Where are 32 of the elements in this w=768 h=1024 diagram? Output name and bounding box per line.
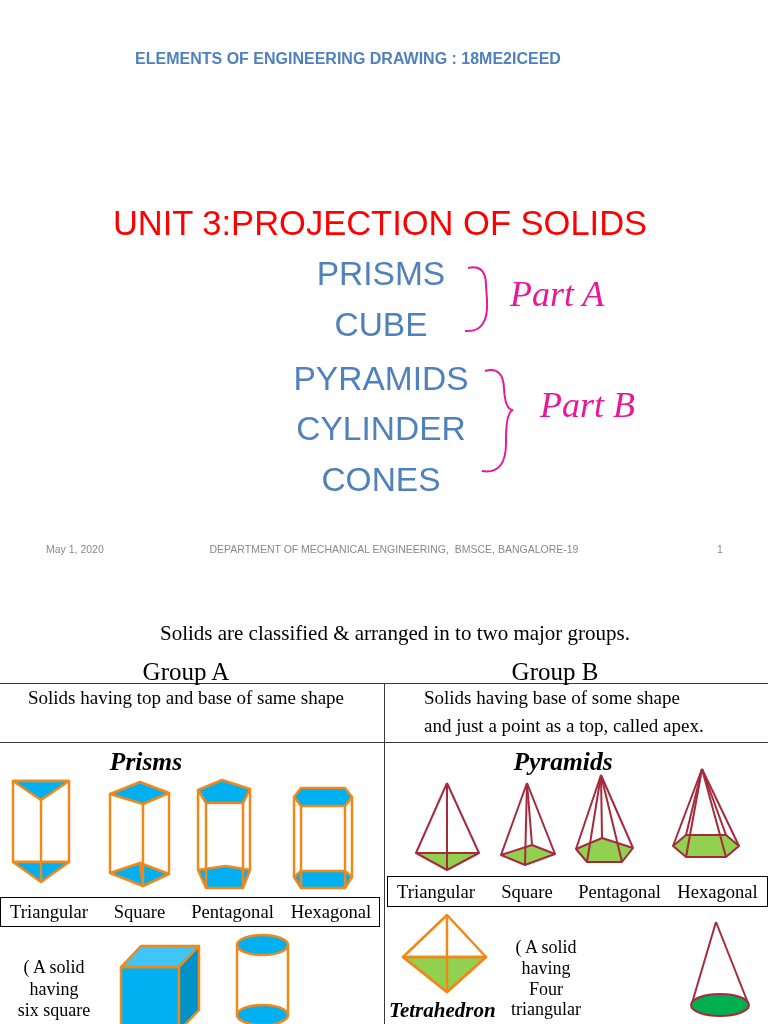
group-heading: Group A xyxy=(142,658,230,686)
description-text: ( A solid having six square xyxy=(17,957,91,1022)
solid-type-label: Hexagonal xyxy=(290,901,372,923)
solid-name: Tetrahedron xyxy=(389,1000,496,1021)
topic-item: PYRAMIDS xyxy=(293,360,469,398)
solid-type-label: Hexagonal xyxy=(677,880,758,903)
handwritten-note: Part A xyxy=(510,273,605,315)
course-heading: ELEMENTS OF ENGINEERING DRAWING : 18ME2ICEED xyxy=(135,50,561,68)
solid-type-label: Pentagonal xyxy=(578,880,661,903)
intro-sentence: Solids are classified & arranged in to two major groups. xyxy=(159,621,631,646)
description-text: Solids having top and base of same shape xyxy=(27,687,345,709)
solid-type-label: Pentagonal xyxy=(191,901,274,923)
topic-item: CUBE xyxy=(334,306,428,344)
group-heading: Group B xyxy=(511,658,599,686)
solid-type-label: Triangular xyxy=(10,901,88,923)
slide-title: UNIT 3:PROJECTION OF SOLIDS xyxy=(112,204,648,243)
category-heading: Pyramids xyxy=(513,747,613,777)
footer-date: May 1, 2020 xyxy=(46,543,104,555)
description-text: ( A solid having Four triangular xyxy=(510,937,582,1021)
solid-type-label: Square xyxy=(501,880,553,903)
page-number: 1 xyxy=(717,543,723,555)
solid-type-label: Triangular xyxy=(397,880,475,903)
footer-text: DEPARTMENT OF MECHANICAL ENGINEERING, BMSCE, BANGALORE-19 xyxy=(209,543,579,555)
topic-item: PRISMS xyxy=(316,255,446,293)
topic-item: CONES xyxy=(321,461,441,499)
description-text: Solids having base of some shape and just a point as a top, called apex. xyxy=(424,686,705,738)
solid-type-label: Square xyxy=(113,901,166,923)
label-strip xyxy=(387,876,768,907)
label-strip xyxy=(0,897,380,927)
category-heading: Prisms xyxy=(109,747,183,777)
topic-item: CYLINDER xyxy=(296,410,466,448)
handwritten-note: Part B xyxy=(540,384,635,426)
